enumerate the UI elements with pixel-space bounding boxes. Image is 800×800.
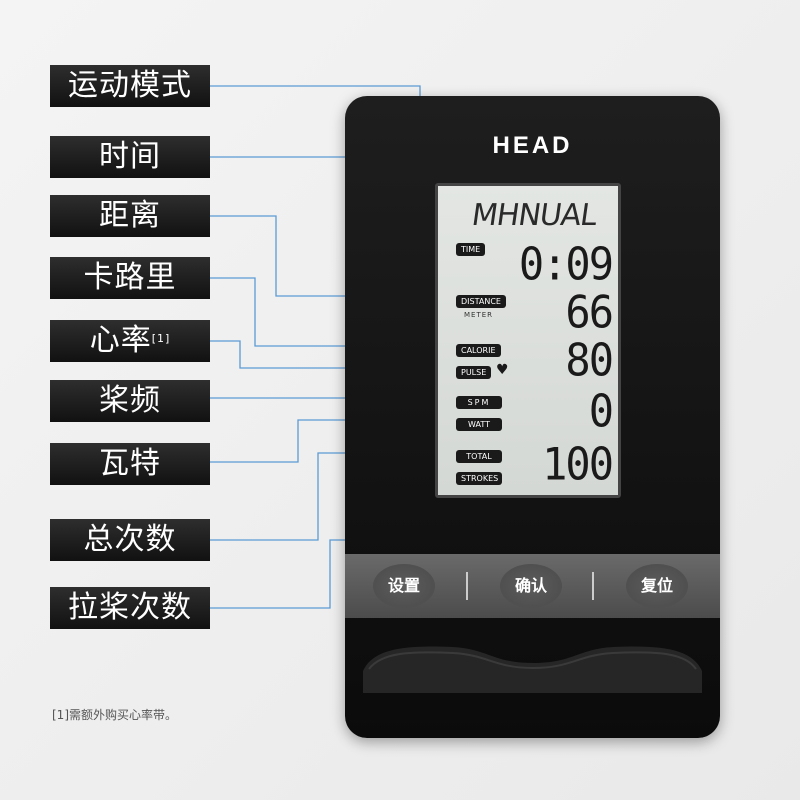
label-distance-text: 距离 bbox=[99, 198, 161, 233]
label-heart-rate: 心率[1] bbox=[50, 320, 210, 362]
label-watt-text: 瓦特 bbox=[99, 446, 161, 481]
button-panel: 设置 确认 复位 bbox=[345, 554, 720, 618]
value-time: 0:09 bbox=[518, 238, 614, 291]
unit-meter: METER bbox=[464, 311, 494, 319]
value-distance: 66 bbox=[565, 286, 614, 339]
brand-logo: HEAD bbox=[492, 132, 573, 159]
rowing-monitor: HEAD MHNUAL TIME 0:09 DISTANCE METER 66 … bbox=[345, 96, 720, 738]
set-button[interactable]: 设置 bbox=[373, 564, 435, 608]
tag-distance: DISTANCE bbox=[456, 295, 506, 308]
label-mode: 运动模式 bbox=[50, 65, 210, 107]
label-calorie-text: 卡路里 bbox=[83, 260, 177, 295]
tag-total: TOTAL bbox=[456, 450, 502, 463]
label-calorie: 卡路里 bbox=[50, 257, 210, 299]
label-stroke-count: 拉桨次数 bbox=[50, 587, 210, 629]
tag-pulse: PULSE bbox=[456, 366, 492, 379]
tag-watt: WATT bbox=[456, 418, 502, 431]
label-stroke-rate-text: 桨频 bbox=[99, 383, 161, 418]
label-stroke-rate: 桨频 bbox=[50, 380, 210, 422]
heart-icon: ♥ bbox=[496, 362, 509, 378]
label-heart-rate-text: 心率 bbox=[89, 323, 152, 358]
button-divider bbox=[592, 572, 594, 600]
confirm-button[interactable]: 确认 bbox=[500, 564, 562, 608]
value-calorie: 80 bbox=[565, 334, 614, 387]
label-watt: 瓦特 bbox=[50, 443, 210, 485]
reset-button[interactable]: 复位 bbox=[626, 564, 688, 608]
value-watt: 0 bbox=[588, 385, 614, 438]
footnote: [1]需额外购买心率带。 bbox=[52, 708, 177, 722]
value-total: 100 bbox=[542, 438, 614, 491]
label-total-count: 总次数 bbox=[50, 519, 210, 561]
label-total-count-text: 总次数 bbox=[83, 522, 177, 557]
tag-spm: SPM bbox=[456, 396, 502, 409]
button-divider bbox=[466, 572, 468, 600]
label-time: 时间 bbox=[50, 136, 210, 178]
label-mode-text: 运动模式 bbox=[68, 68, 192, 103]
tag-strokes: STROKES bbox=[456, 472, 502, 485]
tag-time: TIME bbox=[456, 243, 486, 256]
lcd-screen: MHNUAL TIME 0:09 DISTANCE METER 66 CALOR… bbox=[435, 183, 621, 498]
footnote-ref: [1] bbox=[151, 332, 171, 345]
tag-calorie: CALORIE bbox=[456, 344, 501, 357]
lcd-mode: MHNUAL bbox=[469, 198, 599, 233]
label-distance: 距离 bbox=[50, 195, 210, 237]
label-stroke-count-text: 拉桨次数 bbox=[68, 590, 192, 625]
phone-cradle bbox=[363, 646, 702, 693]
label-time-text: 时间 bbox=[99, 139, 161, 174]
